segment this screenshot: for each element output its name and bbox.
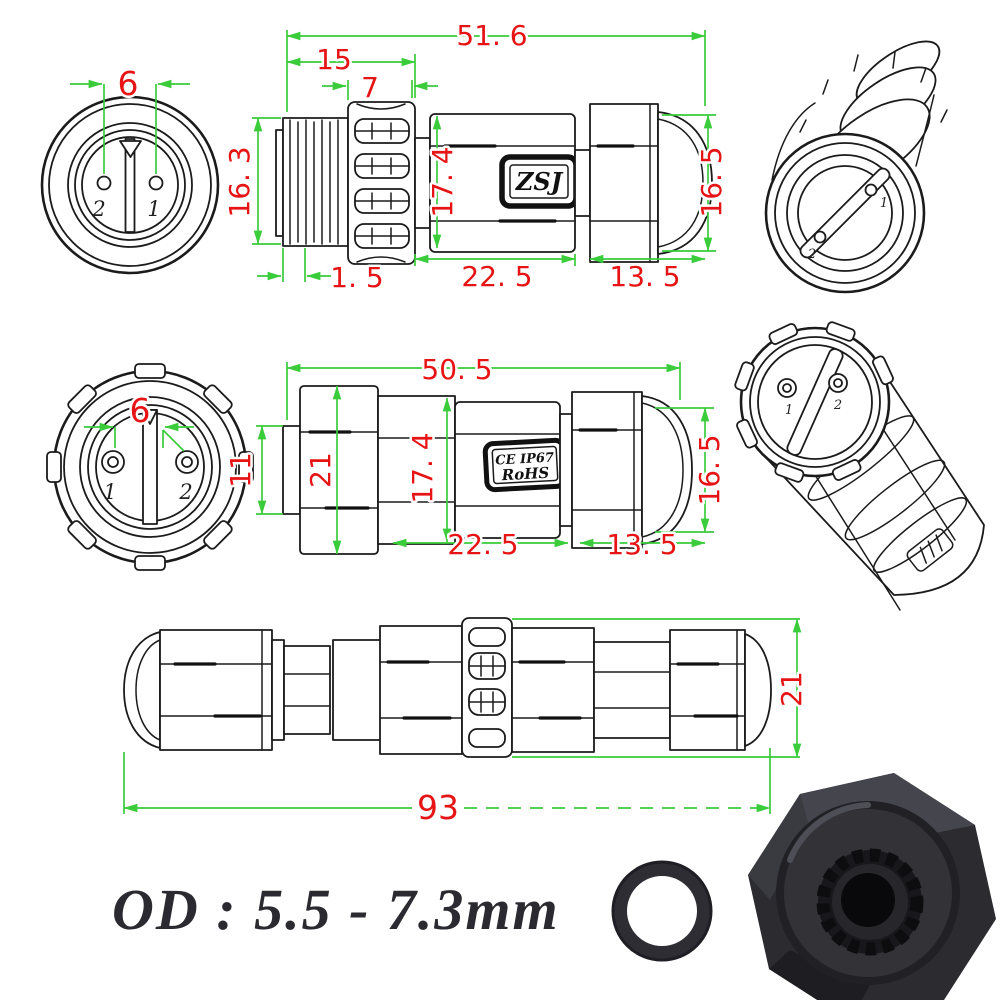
female-front-dimension: 6 bbox=[84, 389, 194, 452]
male-3d-pin1-label: 1 bbox=[880, 196, 888, 211]
left-dome bbox=[123, 631, 161, 749]
cable-od-text: OD : 5.5 - 7.3mm bbox=[112, 877, 560, 942]
nut-slots bbox=[354, 118, 410, 249]
dim-pin-spacing-male: 6 bbox=[118, 64, 139, 103]
dim-male-gland-od: 16. 5 bbox=[695, 146, 728, 217]
dim-thread-od: 16. 3 bbox=[223, 146, 256, 217]
dim-coupling-od: 21 bbox=[304, 452, 337, 488]
assembled-dimensions: 21 93 bbox=[123, 618, 811, 830]
socket-1-label: 1 bbox=[103, 480, 116, 504]
female-3d-label-patch bbox=[906, 528, 954, 572]
cable-hole bbox=[841, 873, 895, 927]
dim-rear-od: 11 bbox=[224, 452, 257, 488]
dim-female-body-length: 22. 5 bbox=[447, 528, 518, 561]
footer: OD : 5.5 - 7.3mm bbox=[112, 773, 996, 1000]
male-front-view: 2 1 bbox=[40, 95, 220, 275]
cert-line2: RoHS bbox=[500, 464, 550, 485]
left-gland bbox=[159, 629, 273, 751]
male-perspective-view: 1 2 bbox=[764, 40, 948, 294]
o-ring-photo bbox=[611, 860, 713, 962]
female-gland-nut bbox=[571, 391, 643, 549]
dim-male-body-length: 22. 5 bbox=[461, 260, 532, 293]
pin-2-label: 2 bbox=[91, 197, 105, 221]
pin-1 bbox=[148, 175, 164, 191]
male-front-dimension: 6 bbox=[70, 62, 190, 174]
dim-assembled-od: 21 bbox=[775, 671, 808, 707]
brand-label: ZSJ bbox=[515, 167, 564, 196]
cert-plate: CE IP67 RoHS bbox=[482, 437, 568, 493]
key-bar bbox=[124, 138, 136, 233]
dim-female-total-length: 50. 5 bbox=[421, 353, 492, 386]
dim-thread-relief: 1. 5 bbox=[330, 261, 383, 294]
female-3d-pin1-label: 1 bbox=[785, 403, 793, 418]
dim-female-body-od: 17. 4 bbox=[406, 432, 439, 503]
dim-male-body-od: 17. 4 bbox=[426, 146, 459, 217]
rope-texture-ring bbox=[816, 848, 924, 956]
male-side-dimensions: 51. 6 15 7 16. 3 17. 4 16. 5 1. 5 22. 5 … bbox=[221, 17, 731, 297]
assembled-view bbox=[123, 617, 772, 758]
female-side-view: CE IP67 RoHS bbox=[282, 385, 693, 555]
gland-nut bbox=[589, 103, 659, 263]
socket-2-label: 2 bbox=[178, 480, 192, 504]
female-3d-scallops bbox=[734, 321, 894, 483]
cert-line1: CE IP67 bbox=[495, 450, 554, 468]
dim-pin-spacing-female: 6 bbox=[130, 391, 151, 430]
key-notch bbox=[119, 140, 142, 158]
pin-1-label: 1 bbox=[147, 197, 160, 221]
dim-slot-width: 7 bbox=[361, 71, 379, 104]
dim-female-gland-length: 13. 5 bbox=[606, 528, 677, 561]
male-side-view: ZSJ bbox=[275, 101, 713, 265]
dim-male-total-length: 51. 6 bbox=[456, 19, 527, 52]
right-gland bbox=[669, 629, 746, 751]
female-perspective-view: 1 2 bbox=[734, 321, 985, 611]
dim-assembled-length: 93 bbox=[417, 788, 459, 827]
female-side-dimensions: 50. 5 11 21 17. 4 16. 5 22. 5 13. 5 bbox=[222, 351, 729, 564]
female-3d-pin2-label: 2 bbox=[833, 398, 842, 413]
male-3d-pin2-label: 2 bbox=[807, 247, 816, 262]
gland-photo bbox=[748, 773, 996, 1000]
dim-male-gland-length: 13. 5 bbox=[609, 260, 680, 293]
dim-female-gland-od: 16. 5 bbox=[693, 434, 726, 505]
coupling-slots bbox=[468, 627, 506, 748]
right-dome bbox=[744, 633, 772, 747]
scallop-notches bbox=[46, 363, 254, 571]
pin-2 bbox=[96, 175, 112, 191]
female-front-view: 1 2 bbox=[46, 363, 254, 571]
thread-section bbox=[282, 117, 349, 247]
dim-front-section: 15 bbox=[316, 43, 352, 76]
